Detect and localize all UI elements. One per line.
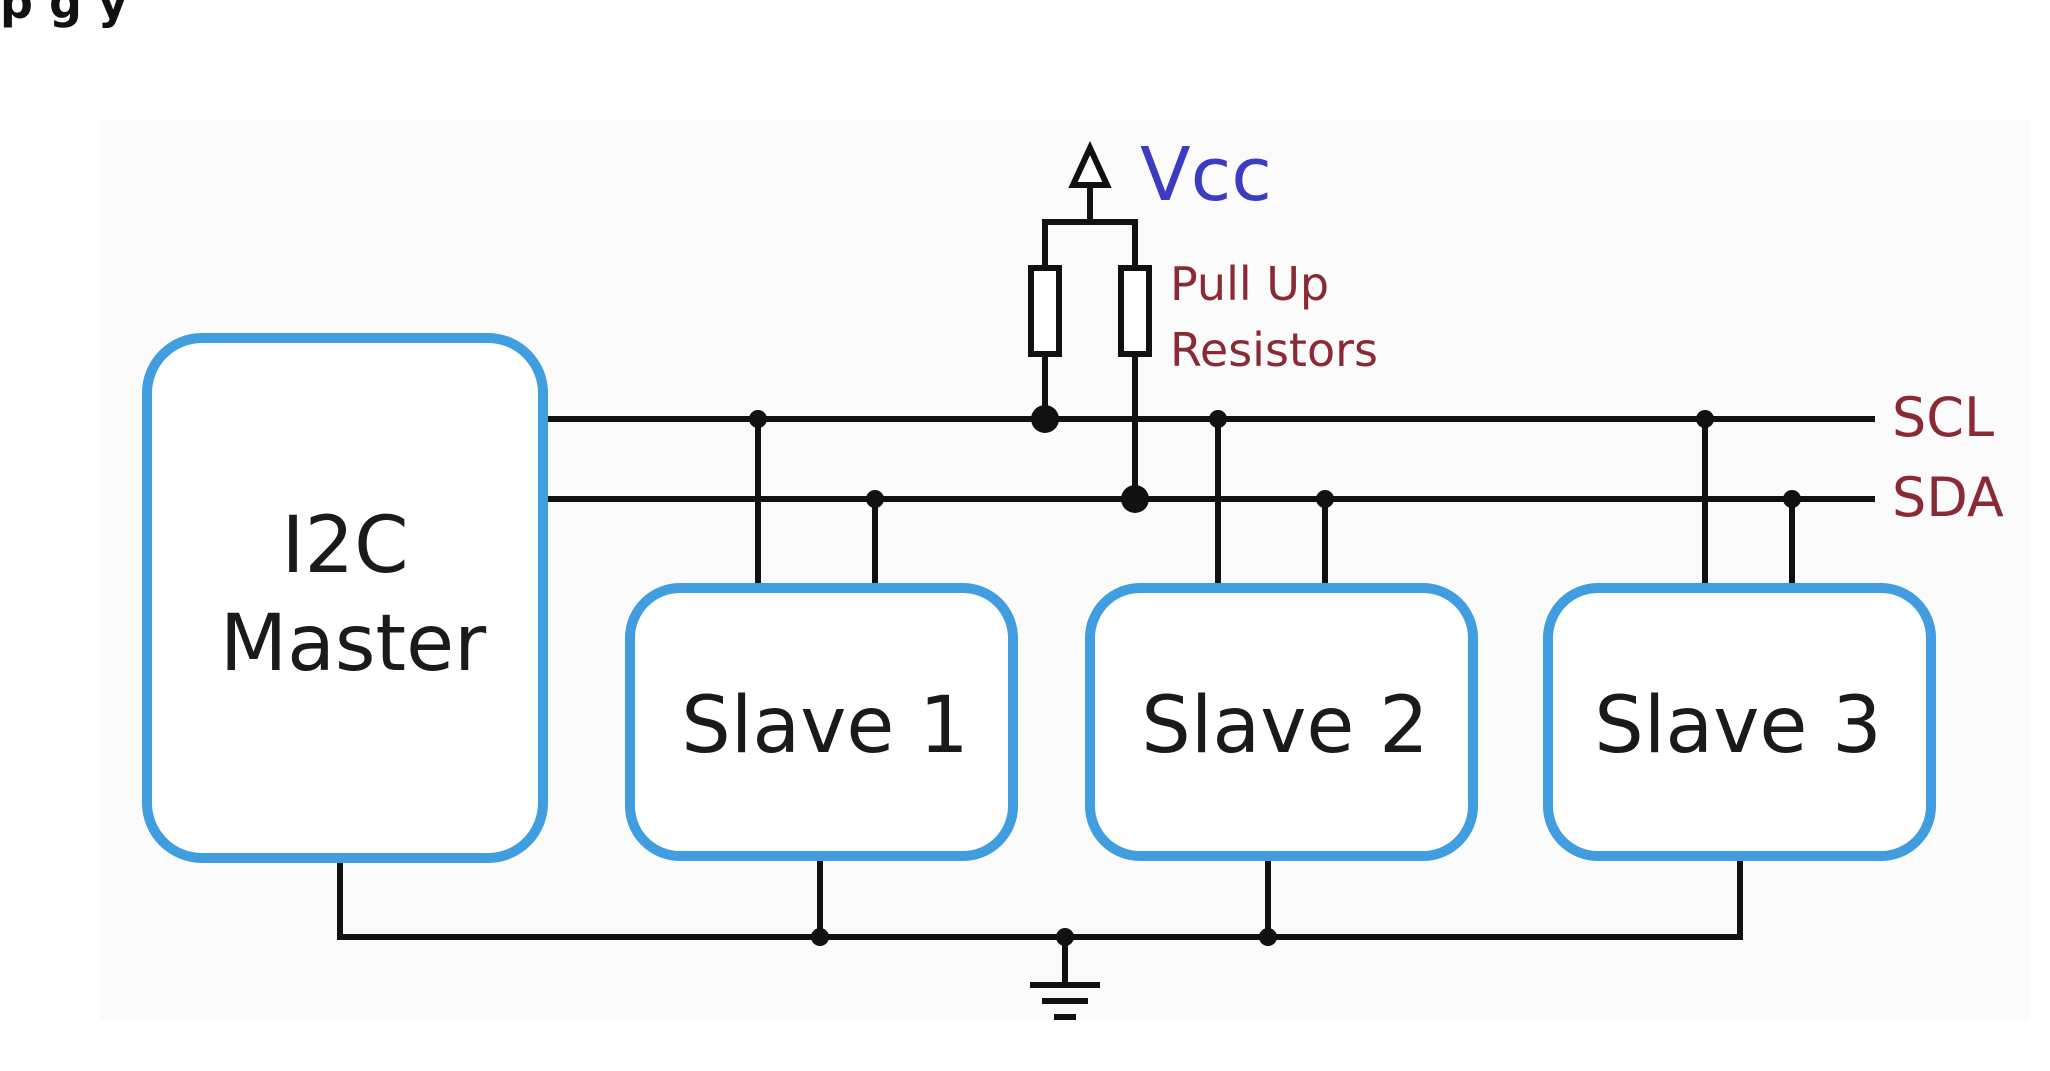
slave3-scl-junction <box>1696 410 1714 428</box>
slave2-scl-junction <box>1209 410 1227 428</box>
sda-label: SDA <box>1892 466 2004 529</box>
slave1-scl-junction <box>749 410 767 428</box>
scl-pullup-junction <box>1031 405 1059 433</box>
slave3-label: Slave 3 <box>1594 681 1882 771</box>
ground-wire <box>337 858 1743 940</box>
vcc-split-wire <box>1042 219 1138 268</box>
vcc-section: Vcc Pull Up Resistors <box>1028 132 1378 499</box>
master-label-line1: I2C <box>281 501 408 591</box>
vcc-arrow-icon <box>1068 140 1112 222</box>
master-label-line2: Master <box>220 599 487 689</box>
slave2-ground-junction <box>1259 928 1277 946</box>
slave1-block: Slave 1 <box>625 583 1018 861</box>
ground-icon <box>1030 937 1100 1020</box>
slave2-label: Slave 2 <box>1141 681 1429 771</box>
slave-taps <box>749 410 1801 585</box>
resistor-icon <box>1028 265 1062 357</box>
pullup-label-line1: Pull Up <box>1170 257 1329 311</box>
ground-bus <box>337 858 1743 1020</box>
slave2-sda-junction <box>1316 490 1334 508</box>
resistor-icon <box>1118 265 1152 357</box>
slave1-label: Slave 1 <box>681 681 969 771</box>
slave3-block: Slave 3 <box>1543 583 1936 861</box>
pullup-label-line2: Resistors <box>1170 323 1378 377</box>
i2c-master-block: I2C Master <box>142 333 548 863</box>
scl-label: SCL <box>1892 386 1994 449</box>
heading-fragment: p g y <box>0 0 128 29</box>
slave1-sda-junction <box>866 490 884 508</box>
sda-pullup-junction <box>1121 485 1149 513</box>
slave3-sda-junction <box>1783 490 1801 508</box>
slave2-block: Slave 2 <box>1085 583 1478 861</box>
slave1-ground-junction <box>811 928 829 946</box>
vcc-label: Vcc <box>1140 132 1272 218</box>
